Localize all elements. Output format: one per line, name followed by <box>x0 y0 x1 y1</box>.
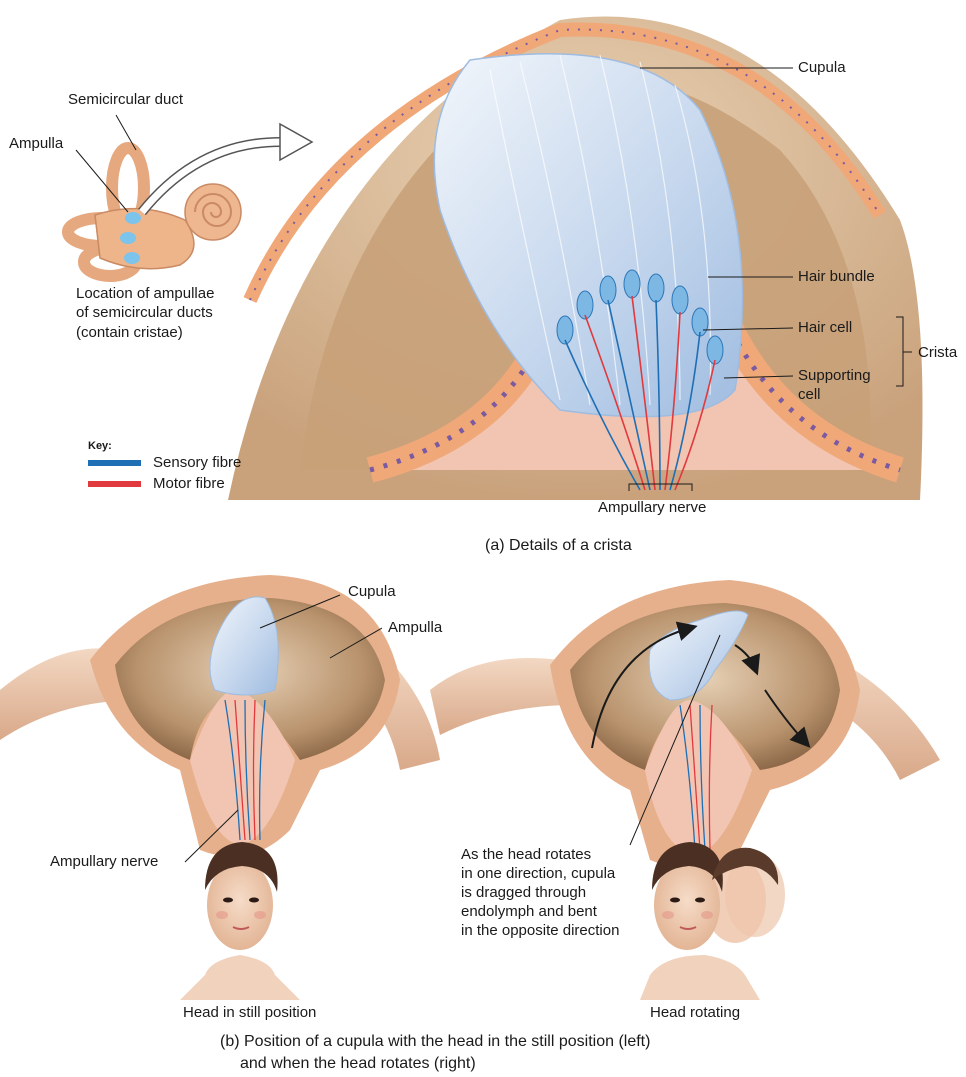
ampulla-still <box>0 575 440 857</box>
label-hair-cell: Hair cell <box>798 319 852 337</box>
label-crista: Crista <box>918 344 957 362</box>
label-ampulla: Ampulla <box>9 135 63 153</box>
label-ampullary-nerve-b: Ampullary nerve <box>50 853 158 871</box>
label-hair-bundle: Hair bundle <box>798 268 875 286</box>
label-head-rotating: Head rotating <box>650 1004 740 1022</box>
label-head-still: Head in still position <box>183 1004 316 1022</box>
rotation-line-1: As the head rotates <box>461 845 619 864</box>
label-ampullary-nerve-a: Ampullary nerve <box>598 499 706 517</box>
key-sensory-swatch <box>88 460 141 466</box>
rotation-line-3: is dragged through <box>461 883 619 902</box>
label-cupula-a: Cupula <box>798 59 846 77</box>
rotation-line-4: endolymph and bent <box>461 902 619 921</box>
label-location-2: of semicircular ducts <box>76 304 213 322</box>
crista-detail <box>228 17 923 500</box>
label-semicircular-duct: Semicircular duct <box>68 91 183 109</box>
label-location-1: Location of ampullae <box>76 285 214 303</box>
caption-b-line2: and when the head rotates (right) <box>240 1053 476 1075</box>
label-ampulla-b: Ampulla <box>388 619 442 637</box>
rotation-line-5: in the opposite direction <box>461 921 619 940</box>
key-title: Key: <box>88 440 112 452</box>
ampulla-rotating <box>430 580 940 868</box>
face-still-icon <box>180 842 300 1000</box>
face-rotating-icon <box>640 842 785 1000</box>
caption-b-line1: (b) Position of a cupula with the head i… <box>220 1031 650 1053</box>
label-supporting-2: cell <box>798 386 821 404</box>
rotation-line-2: in one direction, cupula <box>461 864 619 883</box>
label-cupula-b: Cupula <box>348 583 396 601</box>
caption-a: (a) Details of a crista <box>485 535 632 557</box>
ampulla-marker <box>125 212 141 224</box>
label-supporting-1: Supporting <box>798 367 871 385</box>
label-location-3: (contain cristae) <box>76 324 183 342</box>
key-motor-swatch <box>88 481 141 487</box>
label-rotation-text: As the head rotates in one direction, cu… <box>461 845 619 940</box>
inner-ear-illustration <box>68 148 241 276</box>
key-motor-label: Motor fibre <box>153 475 225 493</box>
key-sensory-label: Sensory fibre <box>153 454 241 472</box>
